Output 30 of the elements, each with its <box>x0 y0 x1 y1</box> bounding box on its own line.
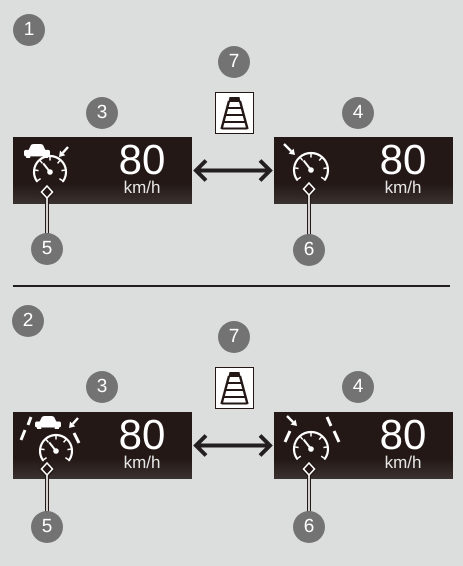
double-arrow <box>194 158 272 182</box>
leader-line <box>40 185 54 233</box>
leader-line <box>40 462 54 511</box>
speed-display <box>274 412 453 479</box>
callout-number: 7 <box>218 321 250 353</box>
leader-line <box>302 462 316 511</box>
callout-number: 1 <box>13 14 45 46</box>
speed-value: 80 <box>380 414 426 456</box>
callout-number: 5 <box>31 511 63 543</box>
callout-number: 3 <box>86 371 118 403</box>
speed-value: 80 <box>118 139 166 181</box>
speed-display <box>13 137 192 204</box>
speed-unit: km/h <box>124 454 160 471</box>
callout-number: 5 <box>31 233 63 265</box>
callout-number: 4 <box>342 97 374 129</box>
callout-number: 6 <box>293 511 325 543</box>
speed-unit: km/h <box>384 179 422 196</box>
speed-value: 80 <box>380 139 426 181</box>
callout-number: 2 <box>12 305 44 337</box>
double-arrow <box>194 434 272 458</box>
speed-unit: km/h <box>384 454 422 471</box>
callout-number: 3 <box>86 97 118 129</box>
speed-unit: km/h <box>124 179 160 196</box>
speed-value: 80 <box>118 414 166 456</box>
speed-display <box>274 137 453 204</box>
callout-number: 7 <box>218 46 250 78</box>
speed-display <box>13 412 192 479</box>
callout-number: 6 <box>293 234 325 266</box>
callout-number: 4 <box>342 371 374 403</box>
leader-line <box>302 182 316 234</box>
